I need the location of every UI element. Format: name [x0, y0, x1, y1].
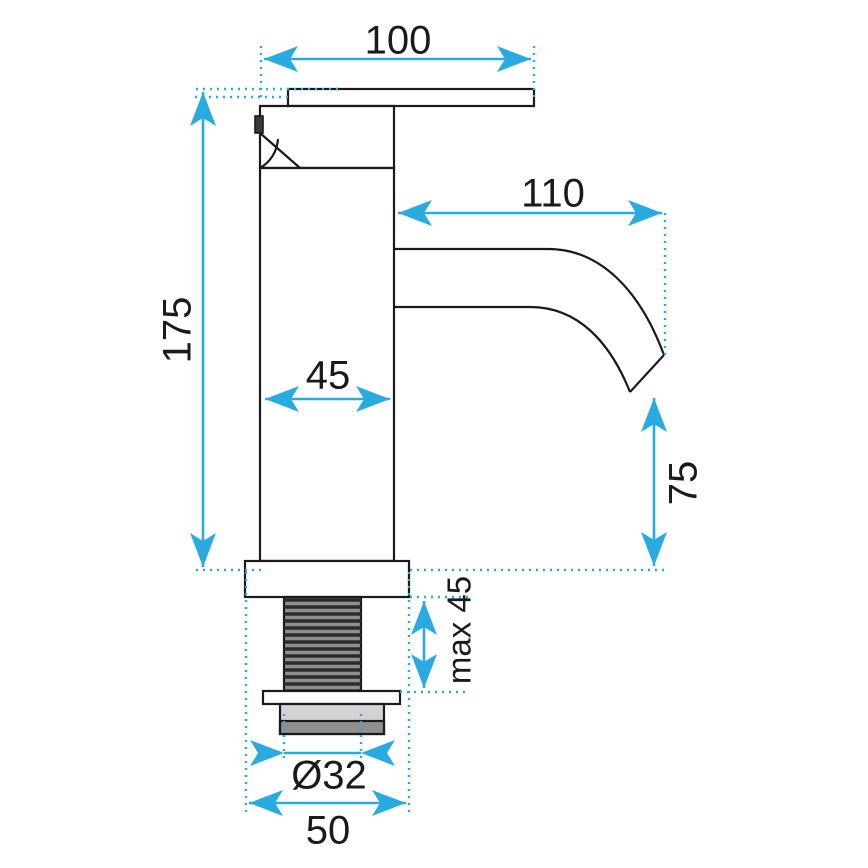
- dim-32-label: Ø32: [291, 754, 367, 798]
- lever-handle: [286, 87, 536, 108]
- dim-175-label: 175: [156, 297, 200, 364]
- dimension-75: 75: [641, 398, 706, 566]
- dimension-175: 175: [156, 92, 216, 567]
- lever-arc: [259, 138, 280, 169]
- dimension-32: Ø32: [250, 740, 395, 798]
- dimension-110: 110: [398, 172, 662, 226]
- extension-lines: [195, 46, 668, 812]
- dim-75-label: 75: [662, 461, 706, 506]
- handle-pivot-nub: [254, 115, 264, 134]
- dim-50-label: 50: [306, 809, 351, 853]
- dim-max45-label: max 45: [441, 576, 478, 684]
- dimension-100: 100: [264, 19, 531, 72]
- dimension-50: 50: [249, 790, 406, 853]
- dim-45-label: 45: [306, 354, 351, 398]
- washer-plate: [261, 689, 402, 706]
- faucet-geometry: [243, 87, 666, 736]
- spout-lower-curve: [394, 305, 632, 393]
- handle-base-block: [258, 104, 396, 170]
- lever-diagonal-cut: [259, 132, 301, 169]
- base-flange: [243, 559, 411, 599]
- dim-100-label: 100: [365, 19, 432, 63]
- dim-32-arrow-left: [250, 740, 284, 766]
- spout-upper-curve: [394, 247, 666, 356]
- dim-110-label: 110: [521, 172, 585, 216]
- lock-nut-lower: [278, 719, 386, 736]
- dimension-45: 45: [265, 354, 390, 412]
- spout-tip-face: [629, 354, 665, 393]
- dimension-max45: max 45: [411, 576, 478, 688]
